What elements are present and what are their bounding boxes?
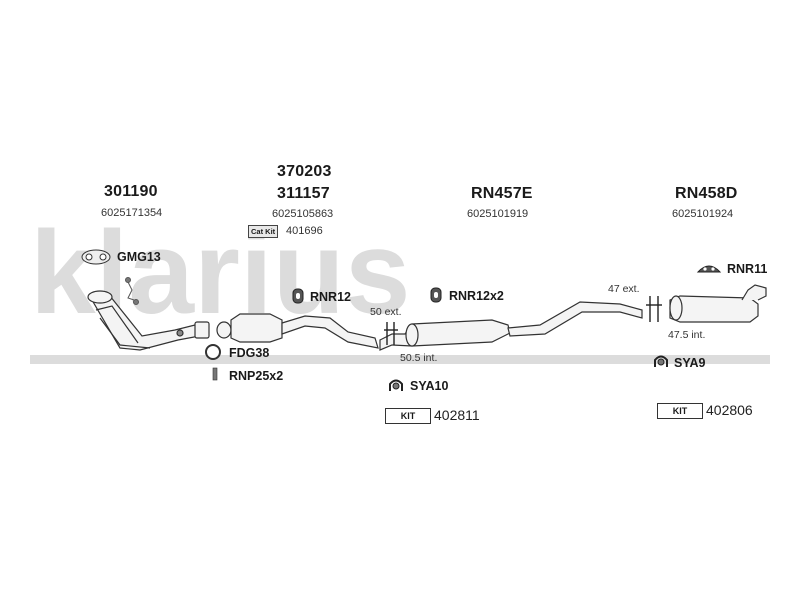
sensor-wire	[125, 277, 139, 305]
joint-markers	[384, 296, 662, 345]
fitting-sya10: SYA10	[410, 379, 449, 393]
ring-gasket-icon	[205, 344, 221, 360]
front-pipe-301190[interactable]	[87, 290, 210, 351]
part-number-middle: RN457E	[471, 185, 533, 202]
rubber-hanger-icon	[430, 287, 442, 303]
kit-badge: KIT	[657, 403, 703, 419]
dimension-50-ext: 50 ext.	[370, 306, 402, 318]
oe-number-rear: 6025101924	[672, 208, 734, 220]
stud-icon	[212, 367, 218, 381]
rubber-mount-icon	[696, 265, 722, 273]
fitting-rnr12x2: RNR12x2	[449, 289, 504, 303]
oe-number-cat: 6025105863	[272, 208, 334, 220]
fitting-fdg38: FDG38	[229, 346, 270, 360]
middle-silencer-RN457E[interactable]	[379, 301, 643, 351]
fitting-gmg13: GMG13	[117, 250, 161, 264]
oe-number-front: 6025171354	[101, 207, 163, 219]
cat-kit-badge: Cat Kit	[248, 225, 279, 238]
gasket-icon	[81, 249, 111, 265]
fitting-rnr12: RNR12	[310, 290, 351, 304]
watermark-text: klarius	[30, 218, 410, 339]
part-number-cat-top: 370203	[277, 163, 332, 180]
rubber-hanger-icon	[292, 288, 304, 304]
dimension-47-5-int: 47.5 int.	[668, 329, 706, 341]
cat-pipe-311157[interactable]	[216, 313, 379, 349]
dimension-50-5-int: 50.5 int.	[400, 352, 438, 364]
kit-number: 402811	[434, 407, 480, 423]
dimension-47-ext: 47 ext.	[608, 283, 640, 295]
clamp-icon	[389, 379, 403, 391]
part-number-cat: 311157	[277, 185, 330, 202]
clamp-icon	[654, 355, 668, 367]
fitting-rnp25x2: RNP25x2	[229, 369, 284, 383]
fitting-rnr11: RNR11	[727, 262, 768, 276]
watermark-bar	[30, 355, 770, 364]
oe-number-middle: 6025101919	[467, 208, 529, 220]
cat-kit-number: 401696	[286, 225, 323, 237]
part-number-front: 301190	[104, 183, 158, 200]
kit-badge: KIT	[385, 408, 431, 424]
fitting-sya9: SYA9	[674, 356, 706, 370]
kit-number: 402806	[706, 402, 753, 418]
part-number-rear: RN458D	[675, 185, 738, 202]
rear-silencer-RN458D[interactable]	[669, 284, 767, 323]
klarius-watermark: klarius	[30, 218, 770, 364]
